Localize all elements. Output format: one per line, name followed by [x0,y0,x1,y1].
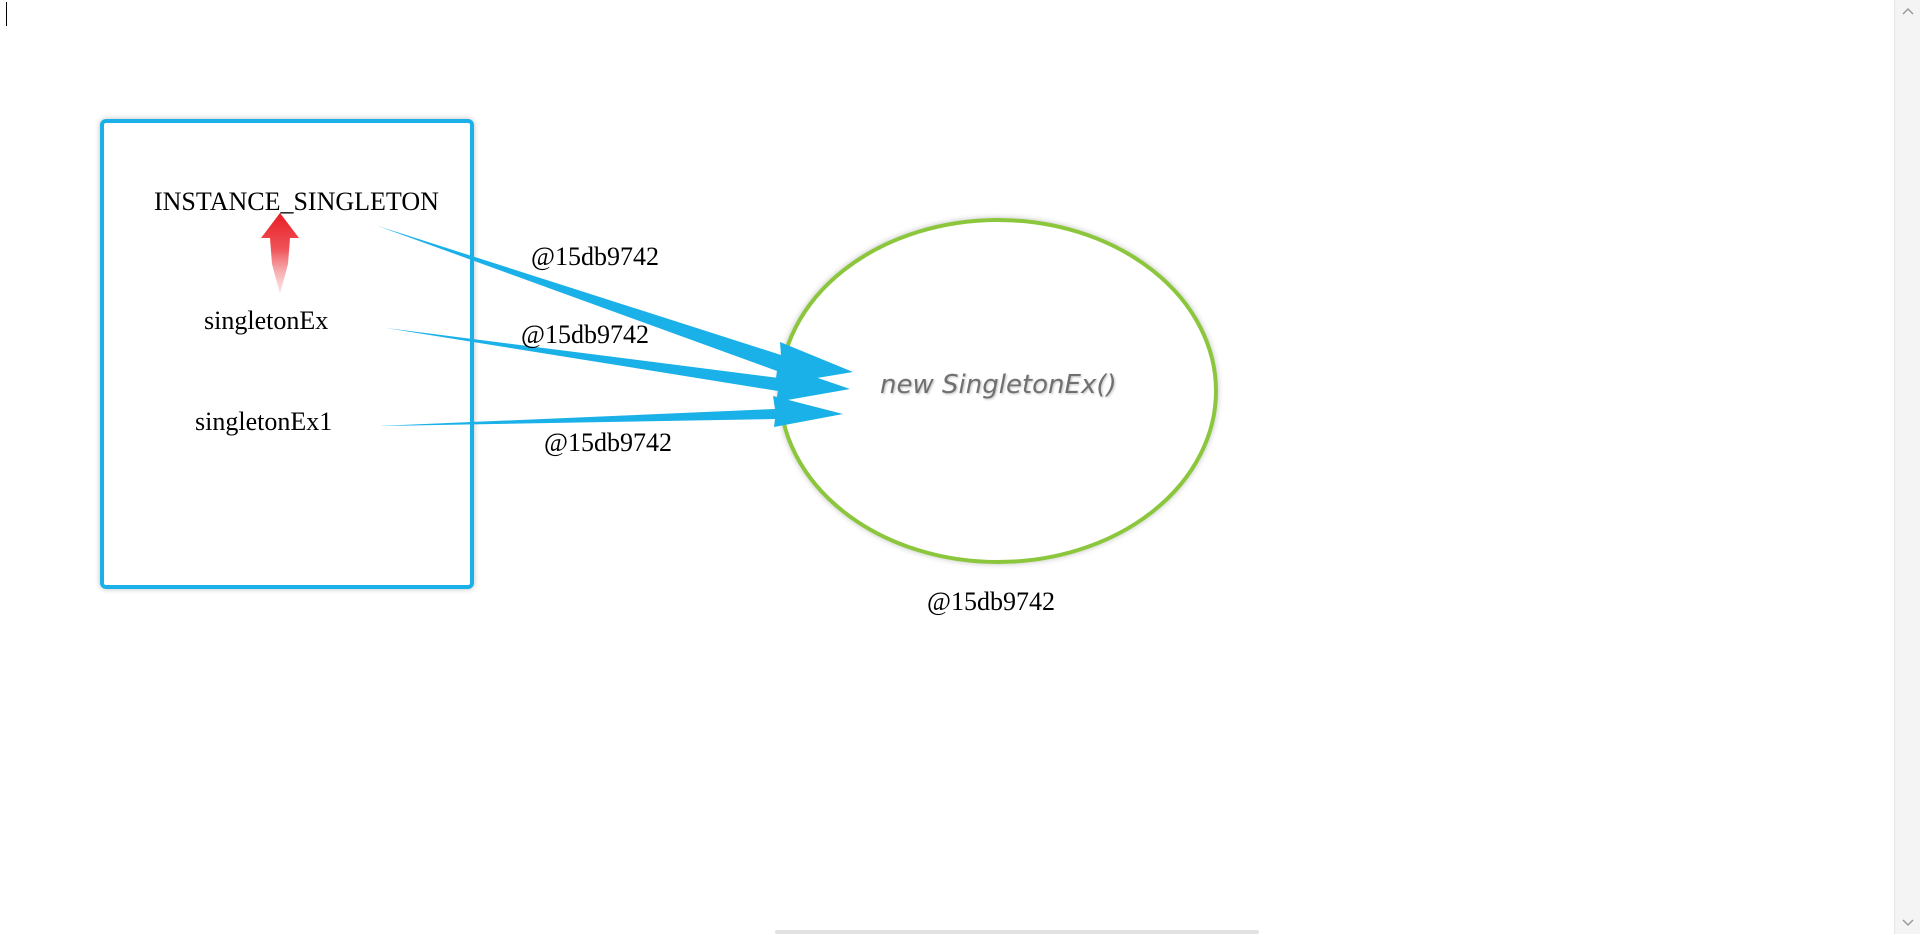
reference-arrow-instance [378,226,853,385]
variable-singleton-ex: singletonEx [204,306,329,335]
arrow-address-label-ex: @15db9742 [521,320,649,349]
object-constructor-label: new SingletonEx() [880,370,1117,400]
chevron-up-icon[interactable] [1895,0,1920,22]
reference-arrow-ex [386,328,850,402]
arrow-address-label-ex1: @15db9742 [544,428,672,457]
reference-arrow-ex1 [379,396,843,427]
assignment-up-arrow [261,213,299,294]
horizontal-scrollbar-thumb[interactable] [775,930,1259,934]
vertical-scrollbar[interactable] [1894,0,1920,934]
chevron-down-icon[interactable] [1895,912,1920,934]
reference-box [100,119,474,589]
variable-instance-singleton: INSTANCE_SINGLETON [154,187,439,216]
object-address-label: @15db9742 [927,587,1055,616]
text-cursor [6,2,7,26]
arrow-address-label-instance: @15db9742 [531,242,659,271]
variable-singleton-ex1: singletonEx1 [195,407,333,436]
